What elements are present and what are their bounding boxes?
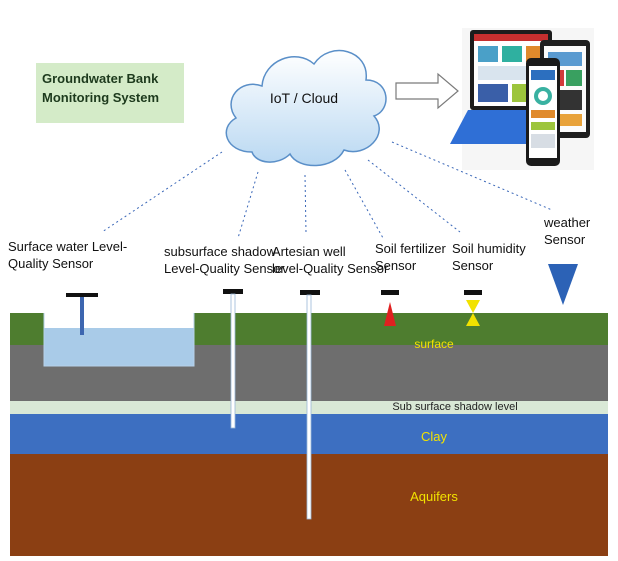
- arrow-icon: [395, 72, 459, 110]
- surface-water-sensor-icon: [66, 293, 98, 335]
- pond-water: [44, 328, 194, 366]
- layer-label-surface: surface: [414, 337, 454, 351]
- cloud-icon: [225, 49, 387, 167]
- artesian-well-sensor-icon: [300, 290, 320, 520]
- layer-label-shadow: Sub surface shadow level: [392, 401, 518, 413]
- sensor-label-artesian-well: Artesian well level-Quality Sensor: [272, 244, 389, 276]
- layer-label-aquifers: Aquifers: [410, 489, 458, 504]
- sensor-label-soil-fertilizer: Soil fertilizer Sensor: [375, 241, 446, 273]
- diagram-title: Groundwater Bank Monitoring System: [42, 71, 160, 105]
- connector-surface-water: [101, 151, 223, 233]
- sensor-label-weather: weather Sensor: [544, 215, 591, 247]
- weather-sensor-icon: [548, 264, 578, 305]
- soil-fertilizer-sensor-icon: [381, 290, 399, 326]
- sensor-label-soil-humidity: Soil humidity Sensor: [452, 241, 526, 273]
- cloud-label: IoT / Cloud: [269, 90, 339, 106]
- layer-label-clay: Clay: [420, 429, 447, 444]
- subsurface-sensor-icon: [223, 289, 243, 429]
- sensor-label-subsurface-shadow: subsurface shadow Level-Quality Sensor: [164, 244, 285, 276]
- connector-subsurface: [237, 171, 259, 239]
- connector-weather: [391, 141, 553, 211]
- title-box: Groundwater Bank Monitoring System: [36, 63, 184, 123]
- soil-humidity-sensor-icon: [464, 290, 482, 326]
- sensor-label-surface-water: Surface water Level- Quality Sensor: [8, 239, 128, 271]
- dashboard-devices-icon: [450, 28, 594, 170]
